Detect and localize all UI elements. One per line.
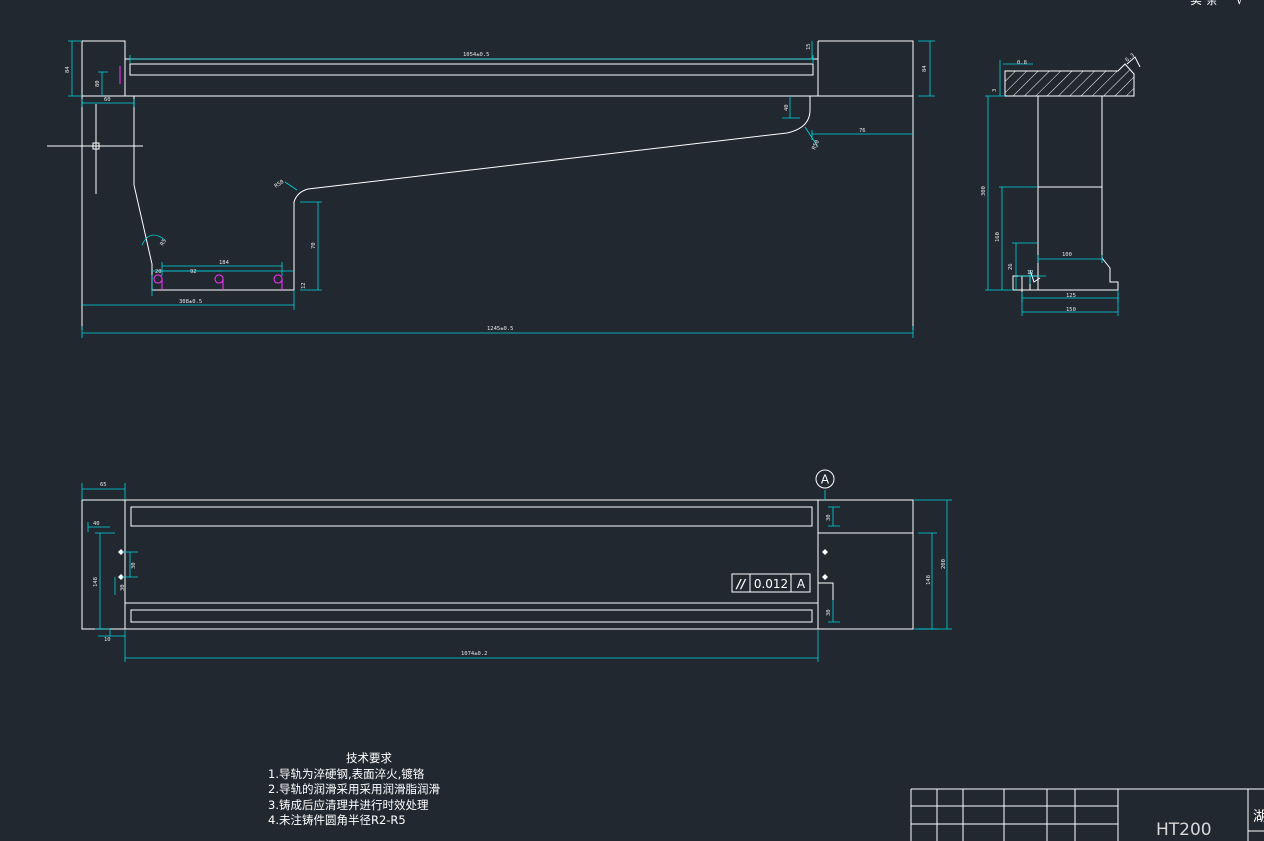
dim-overall-width: 200 — [941, 559, 947, 569]
dim-fillet-right: R50 — [811, 139, 821, 151]
dim-left-small: 80 — [95, 80, 101, 87]
dim-hole-a: 30 — [131, 562, 137, 569]
note-item-1: 1.导轨为淬硬钢,表面淬火,镀铬 — [268, 766, 425, 781]
crosshair-cursor — [47, 104, 143, 194]
dim-foot-outer: 150 — [1066, 307, 1076, 313]
corner-text: 实 条 — [1190, 0, 1218, 7]
front-view-dimension-texts: 1054±0.5 15 84 84 80 60 40 76 R50 R50 R5… — [65, 43, 928, 332]
dim-right-height-top: 15 — [806, 43, 812, 50]
note-item-4: 4.未注铸件圆角半径R2-R5 — [268, 813, 406, 827]
top-view-hole-marks — [118, 549, 828, 580]
dim-bottom-small: 12 — [301, 282, 307, 289]
material-label: HT200 — [1156, 820, 1212, 840]
front-view-dimension-lines — [68, 40, 935, 338]
dim-web-height: 160 — [995, 232, 1001, 242]
dim-roughness-side: 6.3 — [1124, 53, 1135, 64]
tolerance-datum: A — [797, 577, 806, 591]
note-item-2: 2.导轨的润滑采用采用润滑脂润滑 — [268, 782, 440, 796]
dim-roughness-top: 0.8 — [1017, 60, 1027, 66]
dim-curve-drop: 40 — [784, 104, 790, 111]
dim-top-span: 1054±0.5 — [463, 52, 490, 58]
title-block-edge-text: 湖 — [1253, 809, 1264, 825]
side-view: 0.8 6.3 3 300 160 26 100 12 125 150 — [981, 53, 1141, 316]
dim-fillet-left: R5 — [160, 238, 169, 247]
dim-bottom-left: 10 — [104, 637, 111, 643]
parallelism-symbol: // — [735, 577, 747, 591]
tolerance-frame: // 0.012 A — [731, 573, 811, 593]
side-view-dimension-texts: 0.8 6.3 3 300 160 26 100 12 125 150 — [981, 53, 1136, 313]
top-view-outline — [81, 499, 914, 630]
datum-label: A — [821, 473, 830, 487]
dim-left-height-top-view: 148 — [93, 577, 99, 587]
dim-left-height: 84 — [65, 66, 71, 73]
front-view: 1054±0.5 15 84 84 80 60 40 76 R50 R50 R5… — [47, 40, 935, 338]
corner-glyph: √ — [1236, 0, 1244, 7]
dim-left-width: 65 — [100, 482, 107, 488]
technical-requirements: 技术要求 1.导轨为淬硬钢,表面淬火,镀铬 2.导轨的润滑采用采用润滑脂润滑 3… — [268, 751, 440, 829]
dim-left-offset: 60 — [104, 97, 111, 103]
dim-right-bottom: 30 — [826, 609, 832, 616]
side-view-dimension-lines — [985, 60, 1119, 316]
dim-hole-pitch: 92 — [190, 269, 197, 275]
dim-base-length: 308±0.5 — [179, 299, 202, 305]
dim-foot-bolt: 12 — [1027, 270, 1034, 276]
dim-left-inner: 40 — [93, 521, 100, 527]
title-block — [910, 788, 1264, 841]
dim-right-height-top-view: 148 — [926, 575, 932, 585]
tolerance-value: 0.012 — [754, 577, 788, 591]
dim-hole-left: 20 — [155, 269, 162, 275]
top-view-dimension-lines — [81, 483, 952, 662]
dim-top-thickness: 3 — [992, 89, 998, 92]
note-item-3: 3.铸成后应清理并进行时效处理 — [268, 797, 429, 812]
center-marks — [119, 66, 283, 290]
top-view: A // 0.012 A 65 40 148 30 30 10 30 30 14… — [81, 469, 952, 662]
dim-right-height: 84 — [922, 65, 928, 72]
dim-overall-length: 1245±0.5 — [487, 326, 514, 332]
dim-rail-length: 1074±0.2 — [461, 651, 488, 657]
dim-bottom-height: 70 — [311, 242, 317, 249]
dim-hole-b: 30 — [120, 584, 126, 591]
side-view-outline — [1004, 56, 1141, 292]
dim-foot-height: 26 — [1008, 263, 1014, 270]
dim-right-step: 76 — [859, 128, 866, 134]
front-view-outline — [81, 40, 914, 330]
dim-web-width: 100 — [1062, 252, 1072, 258]
dim-fillet-mid: R50 — [274, 179, 286, 190]
dim-right-top: 30 — [826, 514, 832, 521]
datum-a: A — [815, 469, 835, 489]
dim-hole-span: 184 — [219, 260, 230, 266]
dim-foot-inner: 125 — [1066, 293, 1076, 299]
notes-title: 技术要求 — [346, 751, 392, 765]
top-view-dimension-texts: 65 40 148 30 30 10 30 30 148 200 1074±0.… — [93, 482, 947, 657]
dim-total-height: 300 — [981, 186, 987, 196]
